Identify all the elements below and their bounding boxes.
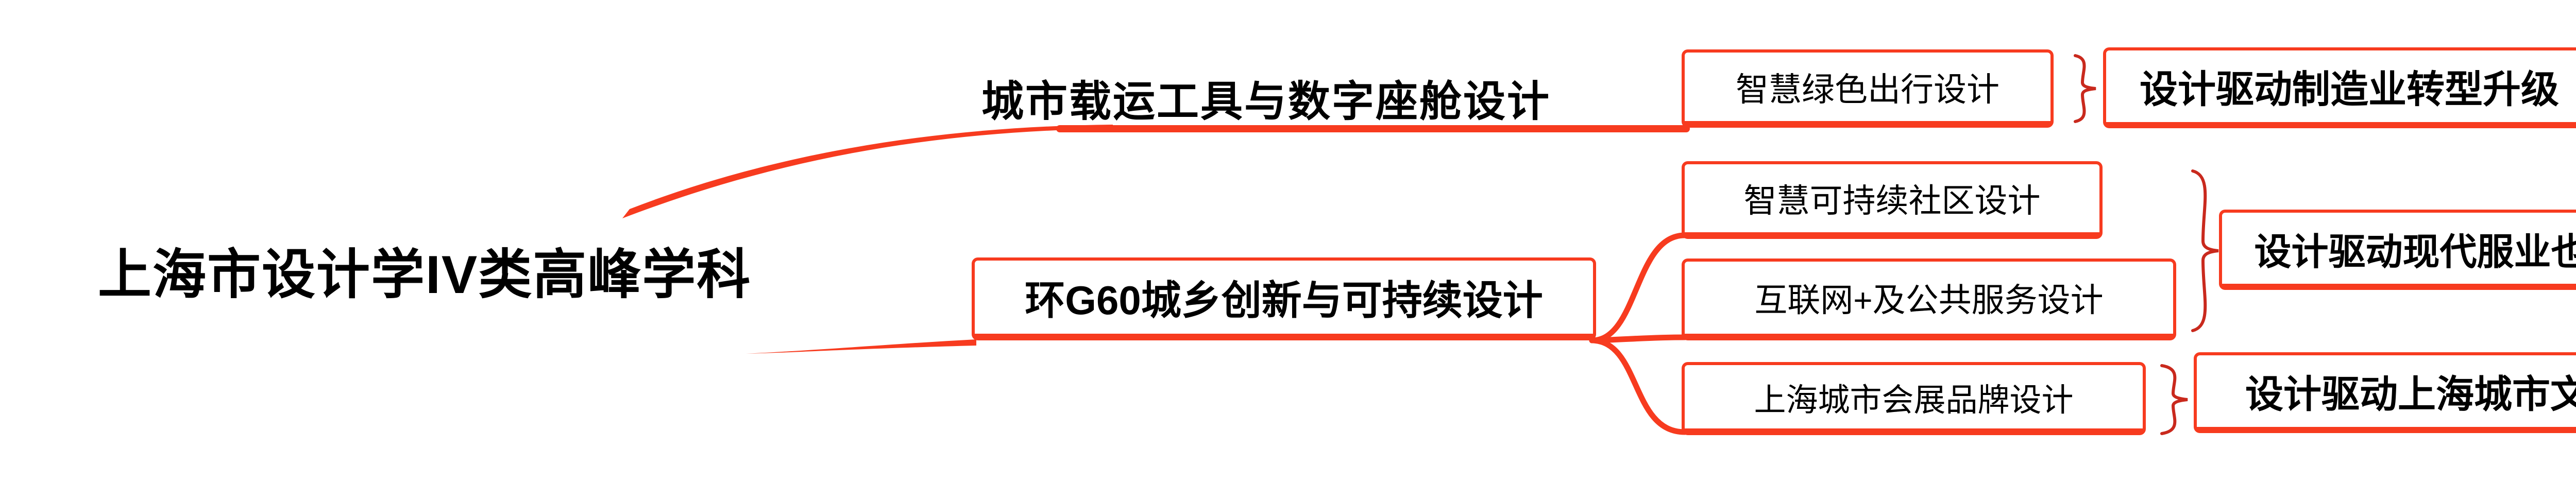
branch-curve-top xyxy=(622,125,1113,218)
outcome-manufacturing-upgrade[interactable]: 设计驱动制造业转型升级 xyxy=(2103,47,2576,128)
subtopic-green-travel-label: 智慧绿色出行设计 xyxy=(1736,71,1999,108)
fork-curve-up xyxy=(1589,232,1688,343)
fork-line-straight xyxy=(1589,334,1688,343)
root-topic[interactable]: 上海市设计学IV类高峰学科 xyxy=(98,245,752,305)
branch-topic-vehicle-cockpit[interactable]: 城市载运工具与数字座舱设计 xyxy=(981,78,1551,125)
subtopic-internet-public-service-label: 互联网+及公共服务设计 xyxy=(1754,282,2104,319)
branch-curve-middle xyxy=(746,339,976,354)
subtopic-smart-community[interactable]: 智慧可持续社区设计 xyxy=(1682,161,2103,239)
brace-connector-bottom xyxy=(2160,364,2188,435)
outcome-modern-service[interactable]: 设计驱动现代服业也发展 xyxy=(2219,210,2576,290)
fork-curve-down xyxy=(1589,337,1688,435)
subtopic-internet-public-service[interactable]: 互联网+及公共服务设计 xyxy=(1682,259,2176,340)
outcome-modern-service-label: 设计驱动现代服业也发展 xyxy=(2254,231,2576,273)
subtopic-expo-brand-label: 上海城市会展品牌设计 xyxy=(1754,382,2074,418)
subtopic-smart-community-label: 智慧可持续社区设计 xyxy=(1743,182,2041,219)
subtopic-green-travel[interactable]: 智慧绿色出行设计 xyxy=(1682,49,2054,128)
branch-line-top xyxy=(1056,125,1690,132)
brace-connector-top xyxy=(2074,54,2096,123)
subtopic-expo-brand[interactable]: 上海城市会展品牌设计 xyxy=(1682,362,2146,435)
brace-connector-middle xyxy=(2191,169,2219,332)
branch-topic-g60[interactable]: 环G60城乡创新与可持续设计 xyxy=(972,257,1596,340)
branch-topic-g60-label: 环G60城乡创新与可持续设计 xyxy=(1025,278,1543,323)
outcome-manufacturing-upgrade-label: 设计驱动制造业转型升级 xyxy=(2140,68,2559,111)
outcome-city-brand-image-label: 设计驱动上海城市文化与品牌形象提升 xyxy=(2245,373,2576,416)
outcome-city-brand-image[interactable]: 设计驱动上海城市文化与品牌形象提升 xyxy=(2194,352,2576,433)
